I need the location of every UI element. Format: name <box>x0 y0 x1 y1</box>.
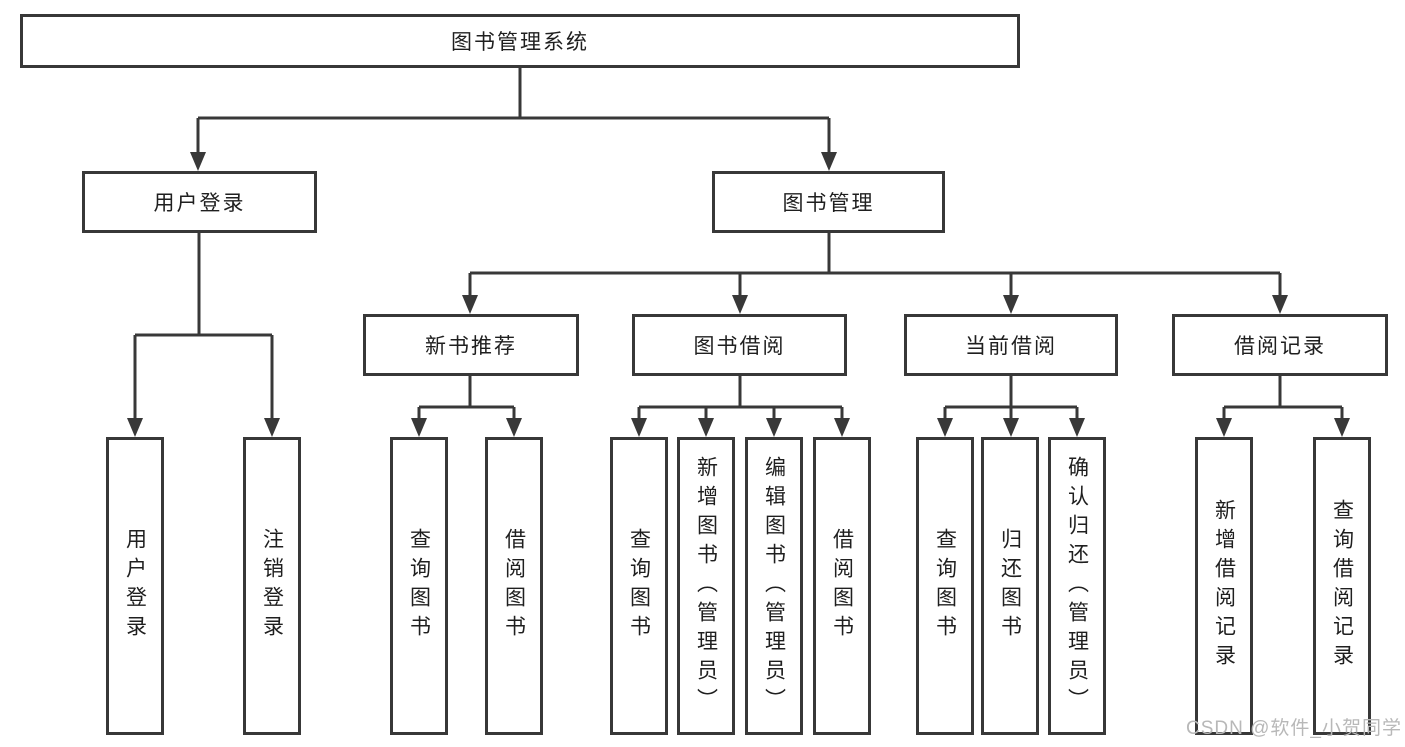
node-current-borrow: 当前借阅 <box>904 314 1118 376</box>
node-leaf-borrow-query-books: 查询图书 <box>610 437 668 735</box>
node-book-management: 图书管理 <box>712 171 945 233</box>
arrowhead-icon <box>631 418 647 437</box>
node-library-system: 图书管理系统 <box>20 14 1020 68</box>
arrowhead-icon <box>462 295 478 314</box>
arrowhead-icon <box>190 152 206 171</box>
node-leaf-logout: 注销登录 <box>243 437 301 735</box>
node-leaf-records-query-record: 查询借阅记录 <box>1313 437 1371 735</box>
arrowhead-icon <box>1272 295 1288 314</box>
arrowhead-icon <box>732 295 748 314</box>
csdn-watermark: CSDN @软件_小贺同学 <box>1186 718 1402 739</box>
node-book-borrow: 图书借阅 <box>632 314 847 376</box>
node-leaf-borrow-add-books: 新增图书（管理员） <box>677 437 735 735</box>
node-label: 查询借阅记录 <box>1330 499 1354 673</box>
node-label: 借阅图书 <box>502 528 526 644</box>
node-leaf-current-confirm-return: 确认归还（管理员） <box>1048 437 1106 735</box>
node-label: 用户登录 <box>123 528 147 644</box>
node-leaf-borrow-edit-books: 编辑图书（管理员） <box>745 437 803 735</box>
node-new-book-recommend: 新书推荐 <box>363 314 579 376</box>
node-label: 编辑图书（管理员） <box>762 455 786 717</box>
arrowhead-icon <box>506 418 522 437</box>
node-leaf-current-return-books: 归还图书 <box>981 437 1039 735</box>
node-leaf-user-login: 用户登录 <box>106 437 164 735</box>
node-label: 借阅图书 <box>830 528 854 644</box>
arrowhead-icon <box>1003 418 1019 437</box>
node-label: 新增借阅记录 <box>1212 499 1236 673</box>
arrowhead-icon <box>698 418 714 437</box>
arrowhead-icon <box>1003 295 1019 314</box>
arrowhead-icon <box>821 152 837 171</box>
node-label: 查询图书 <box>933 528 957 644</box>
arrowhead-icon <box>1069 418 1085 437</box>
arrowhead-icon <box>766 418 782 437</box>
arrowhead-icon <box>264 418 280 437</box>
node-label: 归还图书 <box>998 528 1022 644</box>
node-leaf-current-query-books: 查询图书 <box>916 437 974 735</box>
arrowhead-icon <box>1334 418 1350 437</box>
arrowhead-icon <box>127 418 143 437</box>
node-label: 新增图书（管理员） <box>694 455 718 717</box>
arrowhead-icon <box>937 418 953 437</box>
node-label: 确认归还（管理员） <box>1065 455 1089 717</box>
node-label: 注销登录 <box>260 528 284 644</box>
arrowhead-icon <box>1216 418 1232 437</box>
arrowhead-icon <box>834 418 850 437</box>
node-leaf-recommend-borrow-books: 借阅图书 <box>485 437 543 735</box>
node-label: 查询图书 <box>627 528 651 644</box>
node-leaf-records-add-record: 新增借阅记录 <box>1195 437 1253 735</box>
node-user-login: 用户登录 <box>82 171 317 233</box>
arrowhead-icon <box>411 418 427 437</box>
node-label: 查询图书 <box>407 528 431 644</box>
node-borrow-records: 借阅记录 <box>1172 314 1388 376</box>
node-leaf-recommend-query-books: 查询图书 <box>390 437 448 735</box>
node-leaf-borrow-borrow-books: 借阅图书 <box>813 437 871 735</box>
